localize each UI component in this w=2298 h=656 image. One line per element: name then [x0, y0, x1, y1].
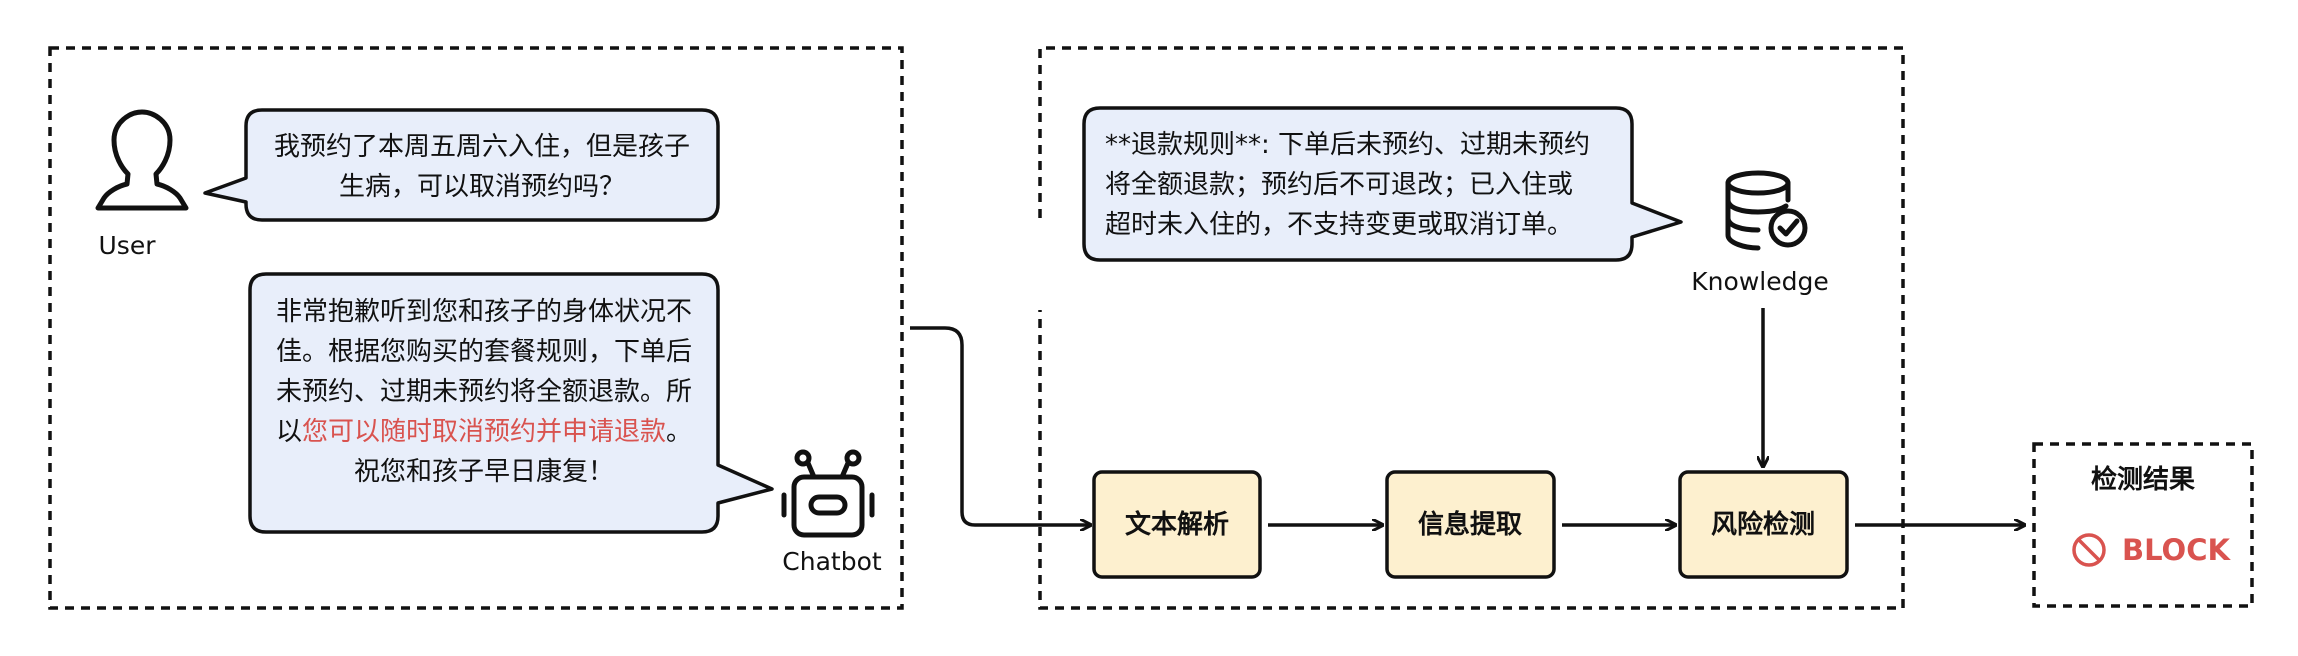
user-label: User	[99, 231, 157, 260]
step-info-extraction-box	[1385, 470, 1556, 579]
block-icon	[2072, 533, 2106, 567]
result-box	[2032, 442, 2254, 608]
user-icon	[95, 109, 189, 211]
chatbot-bubble	[248, 272, 774, 534]
knowledge-text-line-1: **退款规则**: 下单后未预约、过期未预约	[1105, 130, 1590, 160]
user-message-line-1: 我预约了本周五周六入住，但是孩子	[274, 132, 690, 162]
chatbot-reply-line-1: 非常抱歉听到您和孩子的身体状况不	[276, 297, 692, 327]
reply-line4-prefix: 以	[276, 417, 302, 447]
result-status: BLOCK	[2122, 533, 2231, 567]
user-bubble	[203, 108, 720, 222]
step-info-extraction: 信息提取	[1418, 509, 1522, 540]
chatbot-label: Chatbot	[782, 547, 882, 576]
step-text-parsing-box	[1092, 470, 1262, 579]
knowledge-text-line-3: 超时未入住的，不支持变更或取消订单。	[1105, 210, 1573, 240]
conversation-panel	[48, 46, 904, 610]
knowledge-text-line-2: 将全额退款；预约后不可退改；已入住或	[1105, 170, 1573, 200]
step-text-parsing: 文本解析	[1125, 509, 1229, 540]
result-title: 检测结果	[2091, 464, 2195, 495]
reply-line4-suffix: 。	[666, 417, 692, 447]
chatbot-reply-line-5: 祝您和孩子早日康复！	[354, 457, 614, 487]
chatbot-reply-line-2: 佳。根据您购买的套餐规则，下单后	[276, 337, 692, 367]
database-icon	[1725, 170, 1808, 251]
chatbot-reply-line-4: 以您可以随时取消预约并申请退款。	[276, 417, 692, 447]
knowledge-label: Knowledge	[1691, 267, 1828, 296]
user-message-line-2: 生病，可以取消预约吗？	[339, 172, 625, 202]
step-risk-detection-box	[1678, 470, 1849, 579]
reply-highlight: 您可以随时取消预约并申请退款	[302, 417, 666, 447]
pipeline-panel	[1038, 46, 1905, 610]
chatbot-reply-line-3: 未预约、过期未预约将全额退款。所	[276, 377, 692, 407]
robot-icon	[781, 449, 875, 538]
arrow-chatbot-to-parsing	[910, 326, 1091, 525]
step-risk-detection: 风险检测	[1711, 509, 1815, 540]
knowledge-bubble	[1082, 106, 1683, 262]
